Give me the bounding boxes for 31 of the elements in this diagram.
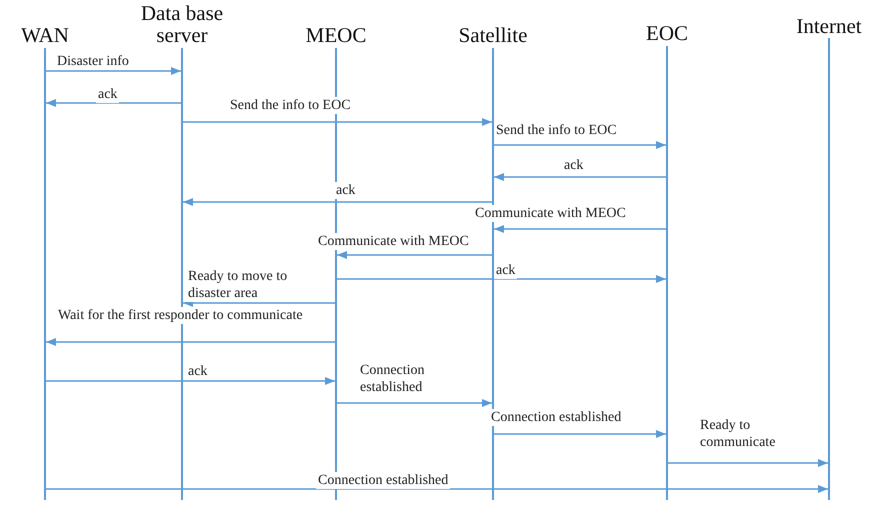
message-arrow: [494, 173, 666, 181]
message-arrow: [46, 485, 828, 493]
participant-name: Internet: [795, 15, 863, 37]
message-arrow: [183, 299, 335, 307]
participant-name: MEOC: [304, 24, 368, 46]
message-arrow: [494, 141, 666, 149]
message-arrow: [494, 225, 666, 233]
message-arrow: [183, 198, 492, 206]
participant-name: WAN: [20, 24, 70, 46]
message-arrow: [337, 251, 492, 259]
message-arrow: [46, 338, 335, 346]
message-label: Connection established: [316, 472, 450, 489]
message-arrow: [46, 67, 181, 75]
message-label: ack: [334, 182, 358, 199]
message-arrow: [46, 99, 181, 107]
message-arrow: [46, 377, 335, 385]
message-label: ack: [494, 262, 518, 279]
message-arrow: [337, 275, 666, 283]
participant-name: Satellite: [458, 24, 528, 46]
message-arrow: [668, 459, 828, 467]
message-label: ack: [96, 86, 120, 103]
participant-name: Data base server: [140, 2, 224, 46]
message-label: Connection established: [489, 409, 624, 426]
message-label: Communicate with MEOC: [316, 233, 471, 250]
message-label: Send the info to EOC: [228, 97, 353, 114]
message-arrow: [494, 430, 666, 438]
message-arrow: [183, 118, 492, 126]
participant-name: EOC: [645, 22, 689, 44]
message-label: Communicate with MEOC: [473, 205, 628, 222]
message-arrow: [337, 399, 492, 407]
message-label: Wait for the first responder to communicate: [56, 307, 305, 324]
